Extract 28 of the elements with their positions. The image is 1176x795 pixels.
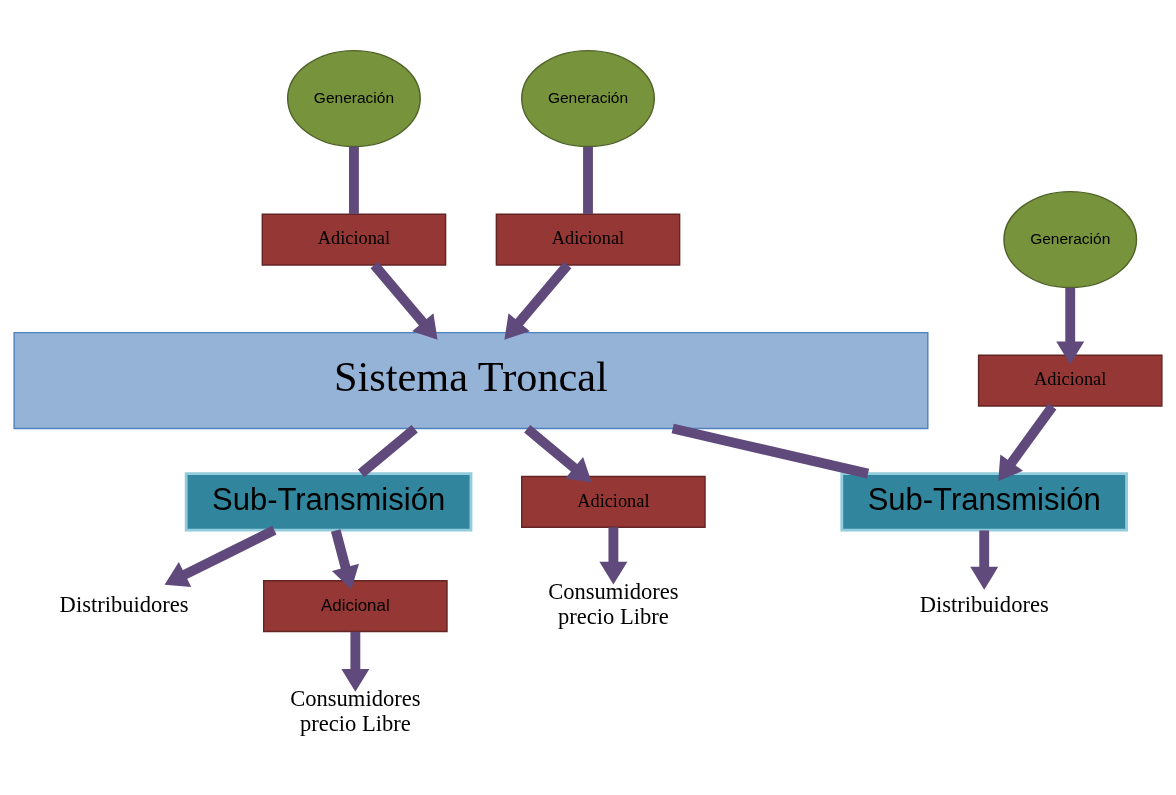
- arrow: [504, 261, 572, 340]
- node-box: Sub-Transmisión: [184, 472, 473, 532]
- connector: [583, 146, 593, 214]
- arrow: [330, 529, 359, 590]
- arrow: [524, 425, 592, 483]
- arrow: [998, 403, 1057, 482]
- arrow: [370, 261, 438, 340]
- arrow: [970, 530, 999, 590]
- connector: [349, 146, 359, 214]
- arrow: [599, 527, 628, 585]
- node-ellipse: Generación: [286, 49, 421, 148]
- node-box: Sistema Troncal: [13, 331, 929, 430]
- node-box: Adicional: [495, 213, 681, 266]
- node-box: Sub-Transmisión: [840, 472, 1129, 532]
- node-text: Consumidores precio Libre: [290, 686, 421, 737]
- node-text: Distribuidores: [919, 591, 1049, 617]
- arrow: [1056, 287, 1085, 365]
- node-text: Consumidores precio Libre: [548, 578, 679, 630]
- node-box: Adicional: [977, 354, 1163, 407]
- node-box: Adicional: [263, 580, 448, 633]
- arrow: [164, 525, 277, 588]
- arrow: [341, 631, 370, 692]
- node-box: Adicional: [261, 213, 447, 266]
- connector: [357, 425, 418, 478]
- node-box: Adicional: [521, 475, 706, 528]
- node-ellipse: Generación: [521, 49, 655, 148]
- node-ellipse: Generación: [1003, 190, 1138, 289]
- node-text: Distribuidores: [59, 591, 189, 617]
